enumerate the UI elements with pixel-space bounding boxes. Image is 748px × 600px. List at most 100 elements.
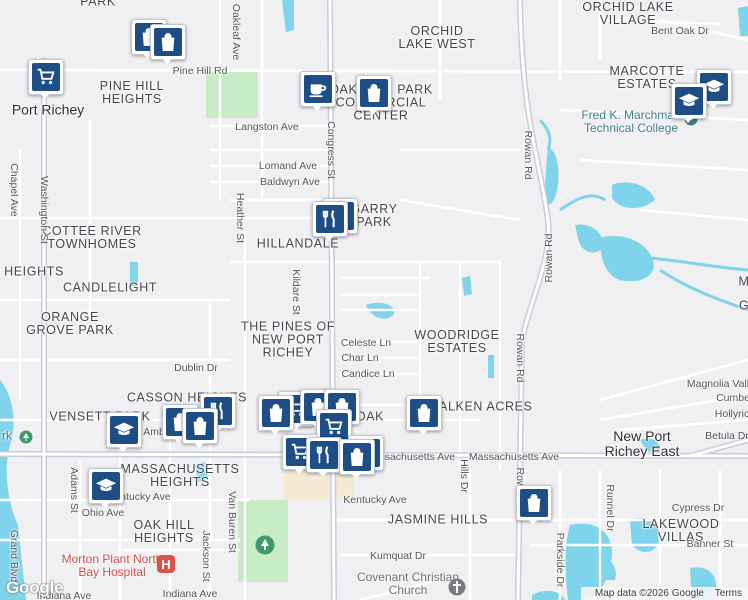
google-logo: Google xyxy=(6,578,64,597)
fork-knife-icon xyxy=(322,210,335,228)
street-label: Candice Ln xyxy=(341,368,395,380)
neighborhood-label: M xyxy=(738,274,748,289)
street-label: Kentucky Ave xyxy=(343,494,407,506)
street-label: Amb xyxy=(143,426,165,438)
street-label: Rowan Rd xyxy=(543,233,555,283)
street-label: Rowan Rd xyxy=(514,333,526,383)
shopping-marker[interactable] xyxy=(339,439,375,481)
school-marker[interactable] xyxy=(671,83,707,125)
street-label: Washington St xyxy=(38,176,50,244)
street-label: Heather St xyxy=(234,192,246,244)
shopping-marker[interactable] xyxy=(150,24,186,66)
neighborhood-label: ORCHID LAKE WEST xyxy=(398,24,476,51)
map-data-label: Map data ©2026 Google xyxy=(594,588,704,599)
shopping-marker[interactable] xyxy=(182,408,218,450)
street-label: Massachusetts Ave xyxy=(364,451,456,463)
street-label: Char Ln xyxy=(341,352,379,364)
shopping-bag-icon xyxy=(417,404,431,422)
shopping-bag-icon xyxy=(527,494,541,512)
street-label: Ohio Ave xyxy=(81,507,125,519)
street-label: Celeste Ln xyxy=(340,337,392,349)
shopping-marker[interactable] xyxy=(516,485,552,527)
shopping-marker[interactable] xyxy=(406,395,442,437)
shopping-cart-icon xyxy=(291,443,309,460)
church-label[interactable]: Covenant Christian Church xyxy=(356,570,460,597)
svg-text:H: H xyxy=(161,557,170,572)
street-label: Betula Dr xyxy=(705,430,748,442)
street-label: Hollyric xyxy=(714,408,748,420)
hospital-icon[interactable]: H xyxy=(156,554,176,574)
street-label: Cypress Dr xyxy=(671,502,725,514)
neighborhood-label: MARCOTTE ESTATES xyxy=(609,64,685,91)
restaurant-marker[interactable] xyxy=(306,437,342,479)
street-label: Oakleaf Ave xyxy=(230,3,242,61)
street-label: Cumbe xyxy=(716,392,748,404)
street-label: Dublin Dr xyxy=(174,362,218,374)
street-label: Indiana Ave xyxy=(36,590,92,600)
street-label: Hills Dr xyxy=(458,459,470,493)
grocery-marker[interactable] xyxy=(28,59,64,101)
neighborhood-label: THE PINES OF NEW PORT RICHEY xyxy=(240,319,336,360)
shopping-marker[interactable] xyxy=(356,75,392,117)
neighborhood-label: CANDLELIGHT xyxy=(62,280,158,295)
shopping-bag-icon xyxy=(350,448,364,466)
neighborhood-label: ORCHID LAKE VILLAGE xyxy=(582,0,674,27)
shopping-bag-icon xyxy=(193,417,207,435)
neighborhood-label: LAKEWOOD VILLAS xyxy=(642,517,720,544)
neighborhood-label: PARK xyxy=(80,0,116,9)
street-label: Indiana Ave xyxy=(162,588,218,600)
city-label: Port Richey xyxy=(11,101,85,118)
neighborhood-label: WOODRIDGE ESTATES xyxy=(414,328,500,355)
street-label: Langston Ave xyxy=(235,121,299,133)
street-label: Lomand Ave xyxy=(258,160,318,172)
hospital-label[interactable]: Morton Plant North Bay Hospital xyxy=(61,552,163,579)
coffee-cup-icon xyxy=(309,84,327,98)
street-label: Van Buren St xyxy=(226,491,238,553)
terms-link[interactable]: Terms xyxy=(714,588,742,599)
street-label: Kildare St xyxy=(290,269,302,315)
cafe-marker[interactable] xyxy=(300,71,336,113)
city-label: New Port Richey East xyxy=(604,428,680,459)
street-label: Chapel Ave xyxy=(8,163,20,217)
street-label: Massachusetts Ave xyxy=(468,451,560,463)
neighborhood-label: OAK xyxy=(355,409,385,424)
park-label[interactable]: rk xyxy=(2,428,12,443)
street-label: Grand Blvd xyxy=(8,529,20,583)
shopping-bag-icon xyxy=(161,33,175,51)
street-label: Banner St xyxy=(686,538,734,550)
neighborhood-label: HEIGHTS xyxy=(4,264,64,279)
neighborhood-label: GARRY PARK xyxy=(350,202,398,229)
street-label: Kumquat Dr xyxy=(369,550,427,562)
fork-knife-icon xyxy=(316,446,329,464)
college-label[interactable]: Fred K. Marchman Technical College xyxy=(581,108,681,135)
graduation-cap-icon xyxy=(95,478,117,492)
neighborhood-label: ORANGE GROVE PARK xyxy=(26,310,114,337)
street-label: Pine Hill Rd xyxy=(172,65,228,77)
graduation-cap-icon xyxy=(678,93,700,107)
neighborhood-label: PINE HILL HEIGHTS xyxy=(99,79,165,106)
shopping-bag-icon xyxy=(269,404,283,422)
park-pin-icon[interactable] xyxy=(255,535,275,555)
street-label: Rowan Rd xyxy=(522,130,534,180)
attribution-bar: Map data ©2026 Google Terms xyxy=(580,587,748,600)
street-label: Congress St xyxy=(325,121,337,179)
shopping-cart-icon xyxy=(325,418,343,435)
shopping-marker[interactable] xyxy=(258,395,294,437)
neighborhood-label: FALKEN ACRES xyxy=(431,399,533,414)
church-icon[interactable] xyxy=(448,578,466,596)
school-marker[interactable] xyxy=(88,468,124,510)
street-label: Parkside Dr xyxy=(554,532,566,588)
street-label: Baldwyn Ave xyxy=(260,176,320,188)
school-marker[interactable] xyxy=(106,412,142,454)
park-pin-icon[interactable] xyxy=(19,430,33,444)
graduation-cap-icon xyxy=(703,79,725,93)
neighborhood-label: JASMINE HILLS xyxy=(387,512,489,527)
neighborhood-label: HILLANDALE xyxy=(256,236,340,251)
neighborhood-label: MASSACHUSETTS HEIGHTS xyxy=(120,462,240,489)
restaurant-marker[interactable] xyxy=(312,201,348,243)
street-label: Magnolia Vall xyxy=(686,378,748,390)
street-label: Bent Oak Dr xyxy=(651,25,709,37)
neighborhood-label: COTTEE RIVER TOWNHOMES xyxy=(42,224,142,251)
street-label: Runnel Dr xyxy=(604,484,616,532)
